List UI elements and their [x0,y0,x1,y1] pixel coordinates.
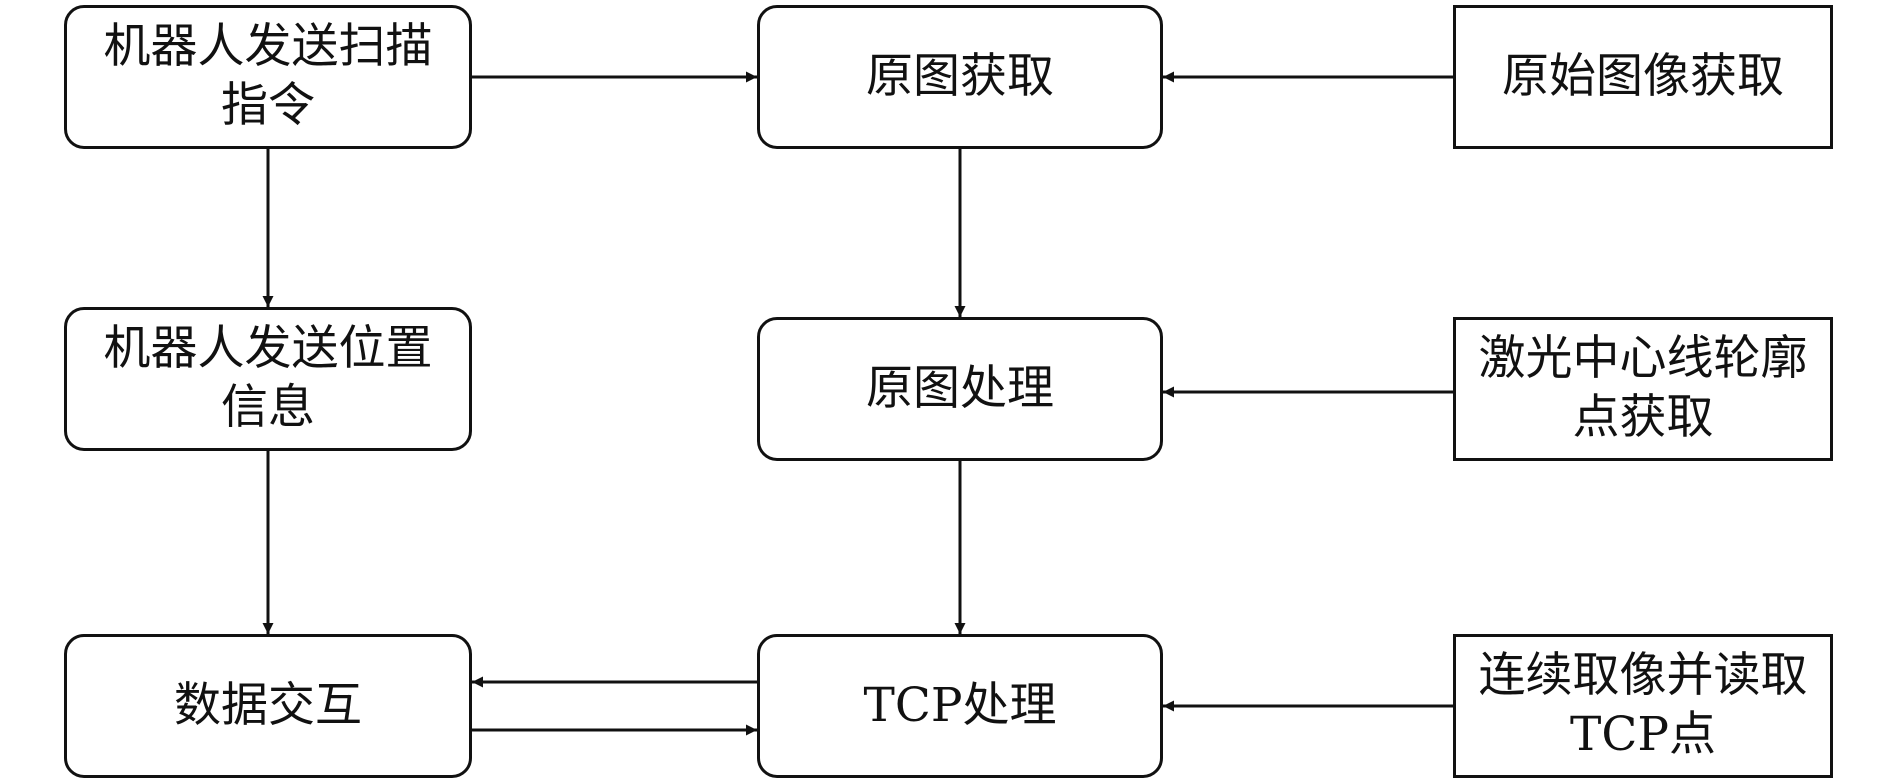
node-robot-send-position-info: 机器人发送位置 信息 [64,307,472,451]
node-data-exchange: 数据交互 [64,634,472,778]
node-robot-send-scan-command: 机器人发送扫描 指令 [64,5,472,149]
node-label: 机器人发送扫描 指令 [103,19,433,133]
node-label: 数据交互 [174,677,362,733]
node-continuous-capture-read-tcp: 连续取像并读取 TCP点 [1453,634,1833,778]
node-label: 原图获取 [866,48,1054,104]
node-label: TCP处理 [863,677,1057,733]
node-label: 原始图像获取 [1502,48,1784,104]
node-original-image-acquire: 原图获取 [757,5,1163,149]
node-original-image-process: 原图处理 [757,317,1163,461]
node-label: 激光中心线轮廓 点获取 [1478,331,1808,445]
node-raw-image-acquire: 原始图像获取 [1453,5,1833,149]
node-label: 机器人发送位置 信息 [103,321,433,435]
node-laser-center-line-points: 激光中心线轮廓 点获取 [1453,317,1833,461]
node-label: 连续取像并读取 TCP点 [1478,648,1808,762]
node-tcp-process: TCP处理 [757,634,1163,778]
node-label: 原图处理 [866,360,1054,416]
